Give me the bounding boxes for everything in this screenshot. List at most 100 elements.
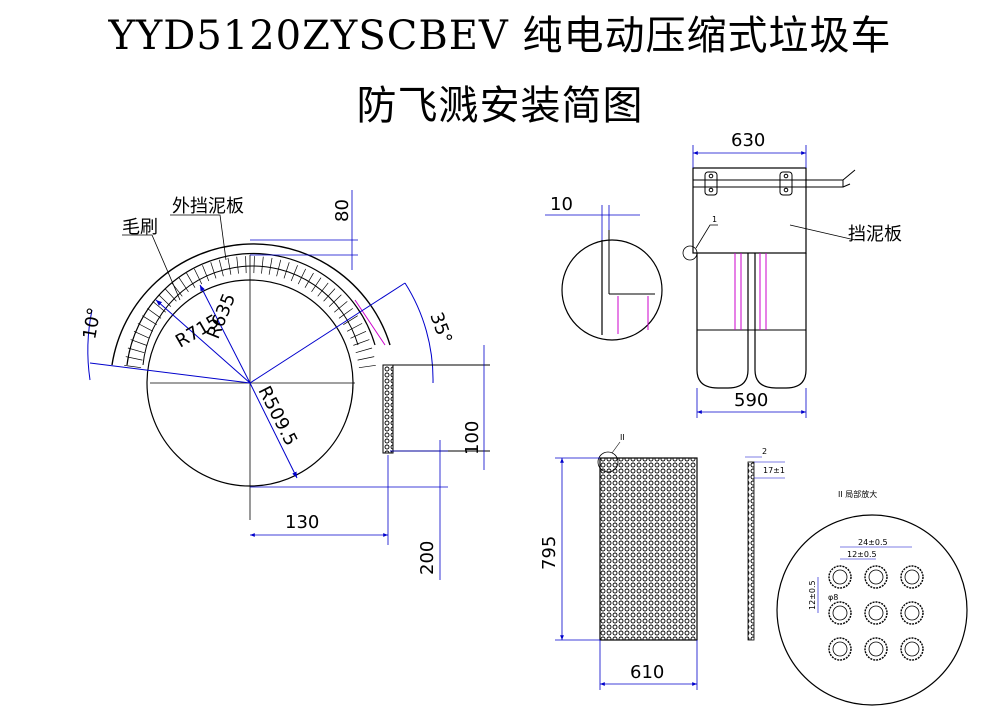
leader-brush (122, 234, 181, 301)
brush-bristle (304, 272, 314, 288)
brush-bristle (227, 257, 232, 275)
brush-bristle (311, 277, 322, 293)
angle-line-10 (89, 362, 251, 384)
brush-bristle (142, 315, 157, 326)
mesh-hole (900, 565, 924, 589)
bolt-4 (783, 187, 789, 193)
fender-panel (692, 167, 807, 254)
brush-bristle (218, 259, 224, 277)
tyre-left (696, 253, 749, 389)
brush-bristle (194, 268, 203, 285)
mesh-hole (868, 605, 884, 621)
leader-outer-fender (170, 214, 227, 261)
mesh-hole (864, 601, 888, 625)
brush-bristle (158, 294, 172, 307)
label-fender: 挡泥板 (848, 224, 902, 245)
bolt-2 (708, 187, 714, 193)
hole-grid (828, 565, 924, 661)
mesh-hole (868, 641, 884, 657)
splash-guard-plate (382, 364, 394, 454)
brush-bristle (276, 259, 282, 277)
brush-bristle (355, 347, 373, 354)
mesh-hole (828, 565, 852, 589)
bolt-3 (783, 173, 789, 179)
mesh-hole (900, 637, 924, 661)
title-line-1: YYD5120ZYSCBEV 纯电动压缩式垃圾车 (108, 13, 892, 59)
mesh-plate (599, 457, 698, 641)
mounting-bar-end (842, 169, 856, 188)
mesh-hole (864, 565, 888, 589)
angle-arc-10 (87, 309, 93, 381)
angle-line-35 (249, 282, 406, 384)
brush-bristle (290, 265, 298, 282)
brush-bristle (317, 282, 329, 297)
mesh-hole (864, 637, 888, 661)
brush-bristle (125, 356, 143, 361)
dim-24: 24±0.5 (858, 538, 888, 547)
detail-II-circle (776, 514, 968, 706)
brush-bristle (297, 268, 306, 285)
label-detail-1: 1 (712, 215, 717, 224)
detail-II-title: II 局部放大 (838, 489, 877, 499)
brush-bristle (323, 288, 336, 302)
brush-bristle (236, 256, 239, 274)
dim-17: 17±1 (763, 466, 785, 475)
fender-arc-inner2 (142, 265, 359, 366)
dim-80: 80 (332, 199, 353, 222)
label-outer-fender: 外挡泥板 (172, 196, 244, 217)
bracket-left (704, 171, 718, 196)
mesh-hole (900, 601, 924, 625)
brush-bristle (357, 356, 375, 361)
tyre-right (754, 253, 807, 389)
brush-bristle (124, 364, 142, 369)
brush-bristle (202, 265, 210, 282)
mounting-bar (692, 179, 844, 188)
label-brush: 毛刷 (122, 217, 158, 238)
brush-hatch (124, 256, 376, 369)
dim-200: 200 (417, 541, 438, 575)
radius-line-r509 (249, 382, 298, 479)
leader-detail-II (611, 441, 621, 454)
brush-bristle (127, 347, 145, 354)
brush-bristle (178, 277, 189, 293)
mesh-hole (904, 569, 920, 585)
mesh-plate-view: II 795 610 (539, 433, 698, 690)
dim-r715: R715 (172, 311, 223, 353)
dim-130: 130 (285, 512, 319, 533)
brush-bristle (268, 257, 273, 275)
brush-bristle (245, 256, 247, 274)
dim-590: 590 (734, 390, 768, 411)
brush-bristle (137, 323, 154, 332)
detail-1-view: 10 (545, 194, 663, 341)
brush-bristle (338, 308, 353, 319)
dim-ang35: 35° (425, 310, 456, 347)
title-line-2: 防飞溅安装简图 (356, 83, 644, 129)
brush-bristle (261, 256, 264, 274)
brush-bristle (334, 301, 348, 313)
brush-bristle (350, 331, 367, 339)
accent-line (354, 299, 386, 346)
dim-610: 610 (630, 662, 664, 683)
detail-1-circle (561, 239, 663, 341)
dim-100: 100 (462, 421, 483, 455)
dim-630: 630 (731, 130, 765, 151)
brush-bristle (147, 308, 162, 319)
dim-10: 10 (550, 194, 573, 215)
dim-12v: 12±0.5 (808, 580, 817, 610)
mesh-hole (832, 641, 848, 657)
brush-bristle (186, 272, 196, 288)
fender-section-view: 外挡泥板 毛刷 R635 R715 R509.5 10° 35° 80 100 … (79, 190, 490, 580)
brush-bristle (164, 288, 177, 302)
brush-bristle (346, 323, 363, 332)
brush-bristle (152, 301, 166, 313)
radius-line-r715 (155, 299, 251, 384)
brush-bristle (253, 256, 255, 274)
bolt-1 (708, 173, 714, 179)
brush-bristle (133, 331, 150, 339)
dim-795: 795 (539, 536, 560, 570)
detail-II-view: II 局部放大 24±0.5 12±0.5 12±0.5 φ8 (776, 489, 968, 706)
brush-bristle (210, 262, 217, 279)
bracket-right (779, 171, 793, 196)
brush-bristle (130, 339, 147, 346)
